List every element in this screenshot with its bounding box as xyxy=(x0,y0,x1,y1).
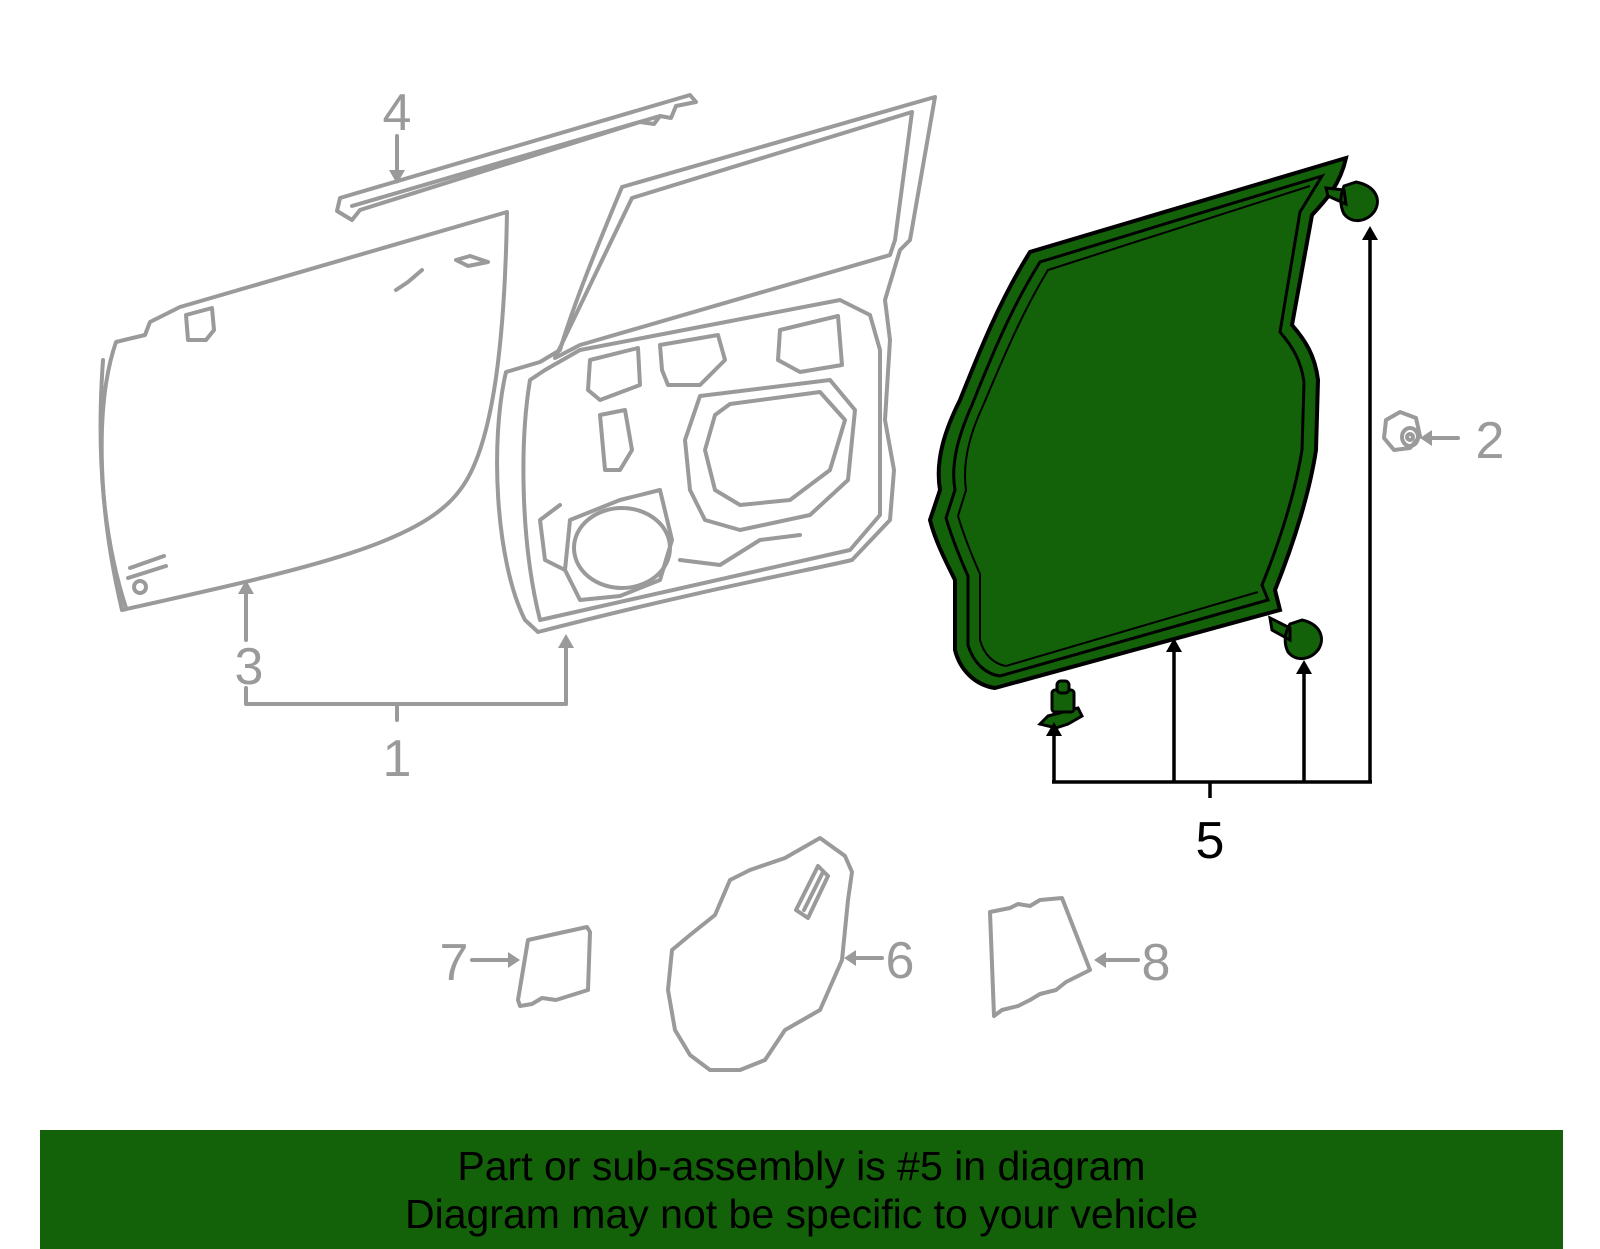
part-1-door-shell xyxy=(495,95,937,634)
banner-line-disclaimer: Diagram may not be specific to your vehi… xyxy=(404,1190,1198,1237)
part-8-panel xyxy=(988,896,1092,1018)
callout-6: 6 xyxy=(886,932,915,990)
callout-4: 4 xyxy=(383,84,412,142)
leader-lines-part-5 xyxy=(1046,226,1378,798)
part-7-panel xyxy=(516,925,592,1008)
callout-5: 5 xyxy=(1196,812,1225,870)
part-4-belt-molding xyxy=(335,93,698,222)
callout-7: 7 xyxy=(440,934,469,992)
part-2-clip xyxy=(1382,410,1422,452)
callout-3: 3 xyxy=(235,638,264,696)
part-6-watershield xyxy=(666,836,854,1072)
callout-2: 2 xyxy=(1476,412,1505,470)
part-3-door-glass xyxy=(98,210,509,612)
callout-1: 1 xyxy=(383,730,412,788)
info-banner: Part or sub-assembly is #5 in diagram Di… xyxy=(40,1130,1563,1249)
part-5-clips xyxy=(1037,180,1379,730)
part-5-weatherstrip xyxy=(927,155,1349,691)
callout-8: 8 xyxy=(1142,934,1171,992)
banner-line-part: Part or sub-assembly is #5 in diagram xyxy=(457,1142,1146,1189)
leader-lines-inactive xyxy=(238,134,1460,968)
